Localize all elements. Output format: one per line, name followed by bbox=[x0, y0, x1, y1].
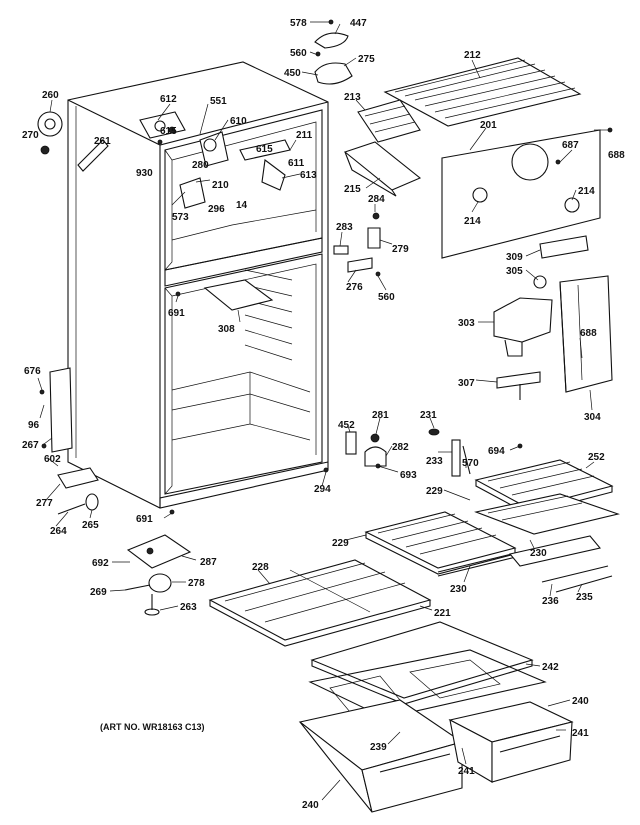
bottom-left-parts bbox=[124, 534, 192, 616]
callout-930: 930 bbox=[136, 168, 153, 179]
callout-210: 210 bbox=[212, 180, 229, 191]
crisper-drawers bbox=[298, 621, 574, 813]
callout-578: 578 bbox=[290, 18, 307, 29]
callout-276: 276 bbox=[346, 282, 363, 293]
callout-611: 611 bbox=[288, 158, 305, 169]
callout-280: 280 bbox=[192, 160, 209, 171]
callout-279: 279 bbox=[392, 244, 409, 255]
callout-213: 213 bbox=[344, 92, 361, 103]
callout-277: 277 bbox=[36, 498, 53, 509]
callout-573: 573 bbox=[172, 212, 189, 223]
callout-260: 260 bbox=[42, 90, 59, 101]
callout-230: 230 bbox=[530, 548, 547, 559]
callout-239: 239 bbox=[370, 742, 387, 753]
callout-228: 228 bbox=[252, 562, 269, 573]
callout-233: 233 bbox=[426, 456, 443, 467]
art-number-caption: (ART NO. WR18163 C13) bbox=[100, 722, 205, 732]
callout-240b: 240 bbox=[302, 800, 319, 811]
callout-452: 452 bbox=[338, 420, 355, 431]
callout-694: 694 bbox=[488, 446, 505, 457]
callout-264: 264 bbox=[50, 526, 67, 537]
callout-570: 570 bbox=[462, 458, 479, 469]
callout-211: 211 bbox=[296, 130, 313, 141]
callout-261: 261 bbox=[94, 136, 111, 147]
leader-lines bbox=[37, 21, 610, 801]
callout-294: 294 bbox=[314, 484, 331, 495]
callout-215: 215 bbox=[344, 184, 361, 195]
callout-612: 612 bbox=[160, 94, 177, 105]
callout-283: 283 bbox=[336, 222, 353, 233]
callout-688: 688 bbox=[608, 150, 625, 161]
callout-241b: 241 bbox=[458, 766, 475, 777]
callout-281: 281 bbox=[372, 410, 389, 421]
refrigerator-cabinet bbox=[67, 61, 329, 509]
callout-613: 613 bbox=[300, 170, 317, 181]
callout-687: 687 bbox=[562, 140, 579, 151]
callout-602: 602 bbox=[44, 454, 61, 465]
callout-304: 304 bbox=[584, 412, 601, 423]
callout-241: 241 bbox=[572, 728, 589, 739]
callout-269: 269 bbox=[90, 587, 107, 598]
callout-235: 235 bbox=[576, 592, 593, 603]
callout-96: 96 bbox=[28, 420, 40, 431]
callout-212: 212 bbox=[464, 50, 481, 61]
left-side-parts bbox=[37, 111, 99, 515]
callout-214b: 214 bbox=[464, 216, 481, 227]
callout-691: 691 bbox=[168, 308, 185, 319]
callout-309: 309 bbox=[506, 252, 523, 263]
callout-308: 308 bbox=[218, 324, 235, 335]
callout-610: 610 bbox=[230, 116, 247, 127]
callout-214: 214 bbox=[578, 186, 595, 197]
callout-221: 221 bbox=[434, 608, 451, 619]
callout-688b: 688 bbox=[580, 328, 597, 339]
callout-284: 284 bbox=[368, 194, 385, 205]
callout-551: 551 bbox=[210, 96, 227, 107]
mid-small-parts bbox=[333, 212, 471, 477]
callout-275: 275 bbox=[358, 54, 375, 65]
callout-305: 305 bbox=[506, 266, 523, 277]
top-controls-assembly bbox=[139, 111, 291, 209]
callout-691b: 691 bbox=[136, 514, 153, 525]
callout-560b: 560 bbox=[378, 292, 395, 303]
callout-282: 282 bbox=[392, 442, 409, 453]
callout-267: 267 bbox=[22, 440, 39, 451]
callout-252: 252 bbox=[588, 452, 605, 463]
callout-229b: 229 bbox=[332, 538, 349, 549]
callout-270: 270 bbox=[22, 130, 39, 141]
callout-265: 265 bbox=[82, 520, 99, 531]
callout-296: 296 bbox=[208, 204, 225, 215]
callout-287: 287 bbox=[200, 557, 217, 568]
callout-229: 229 bbox=[426, 486, 443, 497]
callout-676: 676 bbox=[24, 366, 41, 377]
upper-right-parts bbox=[314, 32, 613, 400]
callout-303: 303 bbox=[458, 318, 475, 329]
callout-236: 236 bbox=[542, 596, 559, 607]
callout-450: 450 bbox=[284, 68, 301, 79]
callout-560: 560 bbox=[290, 48, 307, 59]
callout-615: 615 bbox=[160, 126, 177, 137]
callout-240: 240 bbox=[572, 696, 589, 707]
callout-231: 231 bbox=[420, 410, 437, 421]
callout-201: 201 bbox=[480, 120, 497, 131]
callout-242: 242 bbox=[542, 662, 559, 673]
glass-shelves bbox=[208, 459, 620, 647]
callout-14: 14 bbox=[236, 200, 248, 211]
callout-447: 447 bbox=[350, 18, 367, 29]
callout-692: 692 bbox=[92, 558, 109, 569]
callout-307: 307 bbox=[458, 378, 475, 389]
part-callouts: 578 447 560 275 450 212 213 260 612 551 … bbox=[22, 18, 625, 811]
callout-230b: 230 bbox=[450, 584, 467, 595]
callout-278: 278 bbox=[188, 578, 205, 589]
callout-615b: 615 bbox=[256, 144, 273, 155]
callout-693: 693 bbox=[400, 470, 417, 481]
callout-263: 263 bbox=[180, 602, 197, 613]
